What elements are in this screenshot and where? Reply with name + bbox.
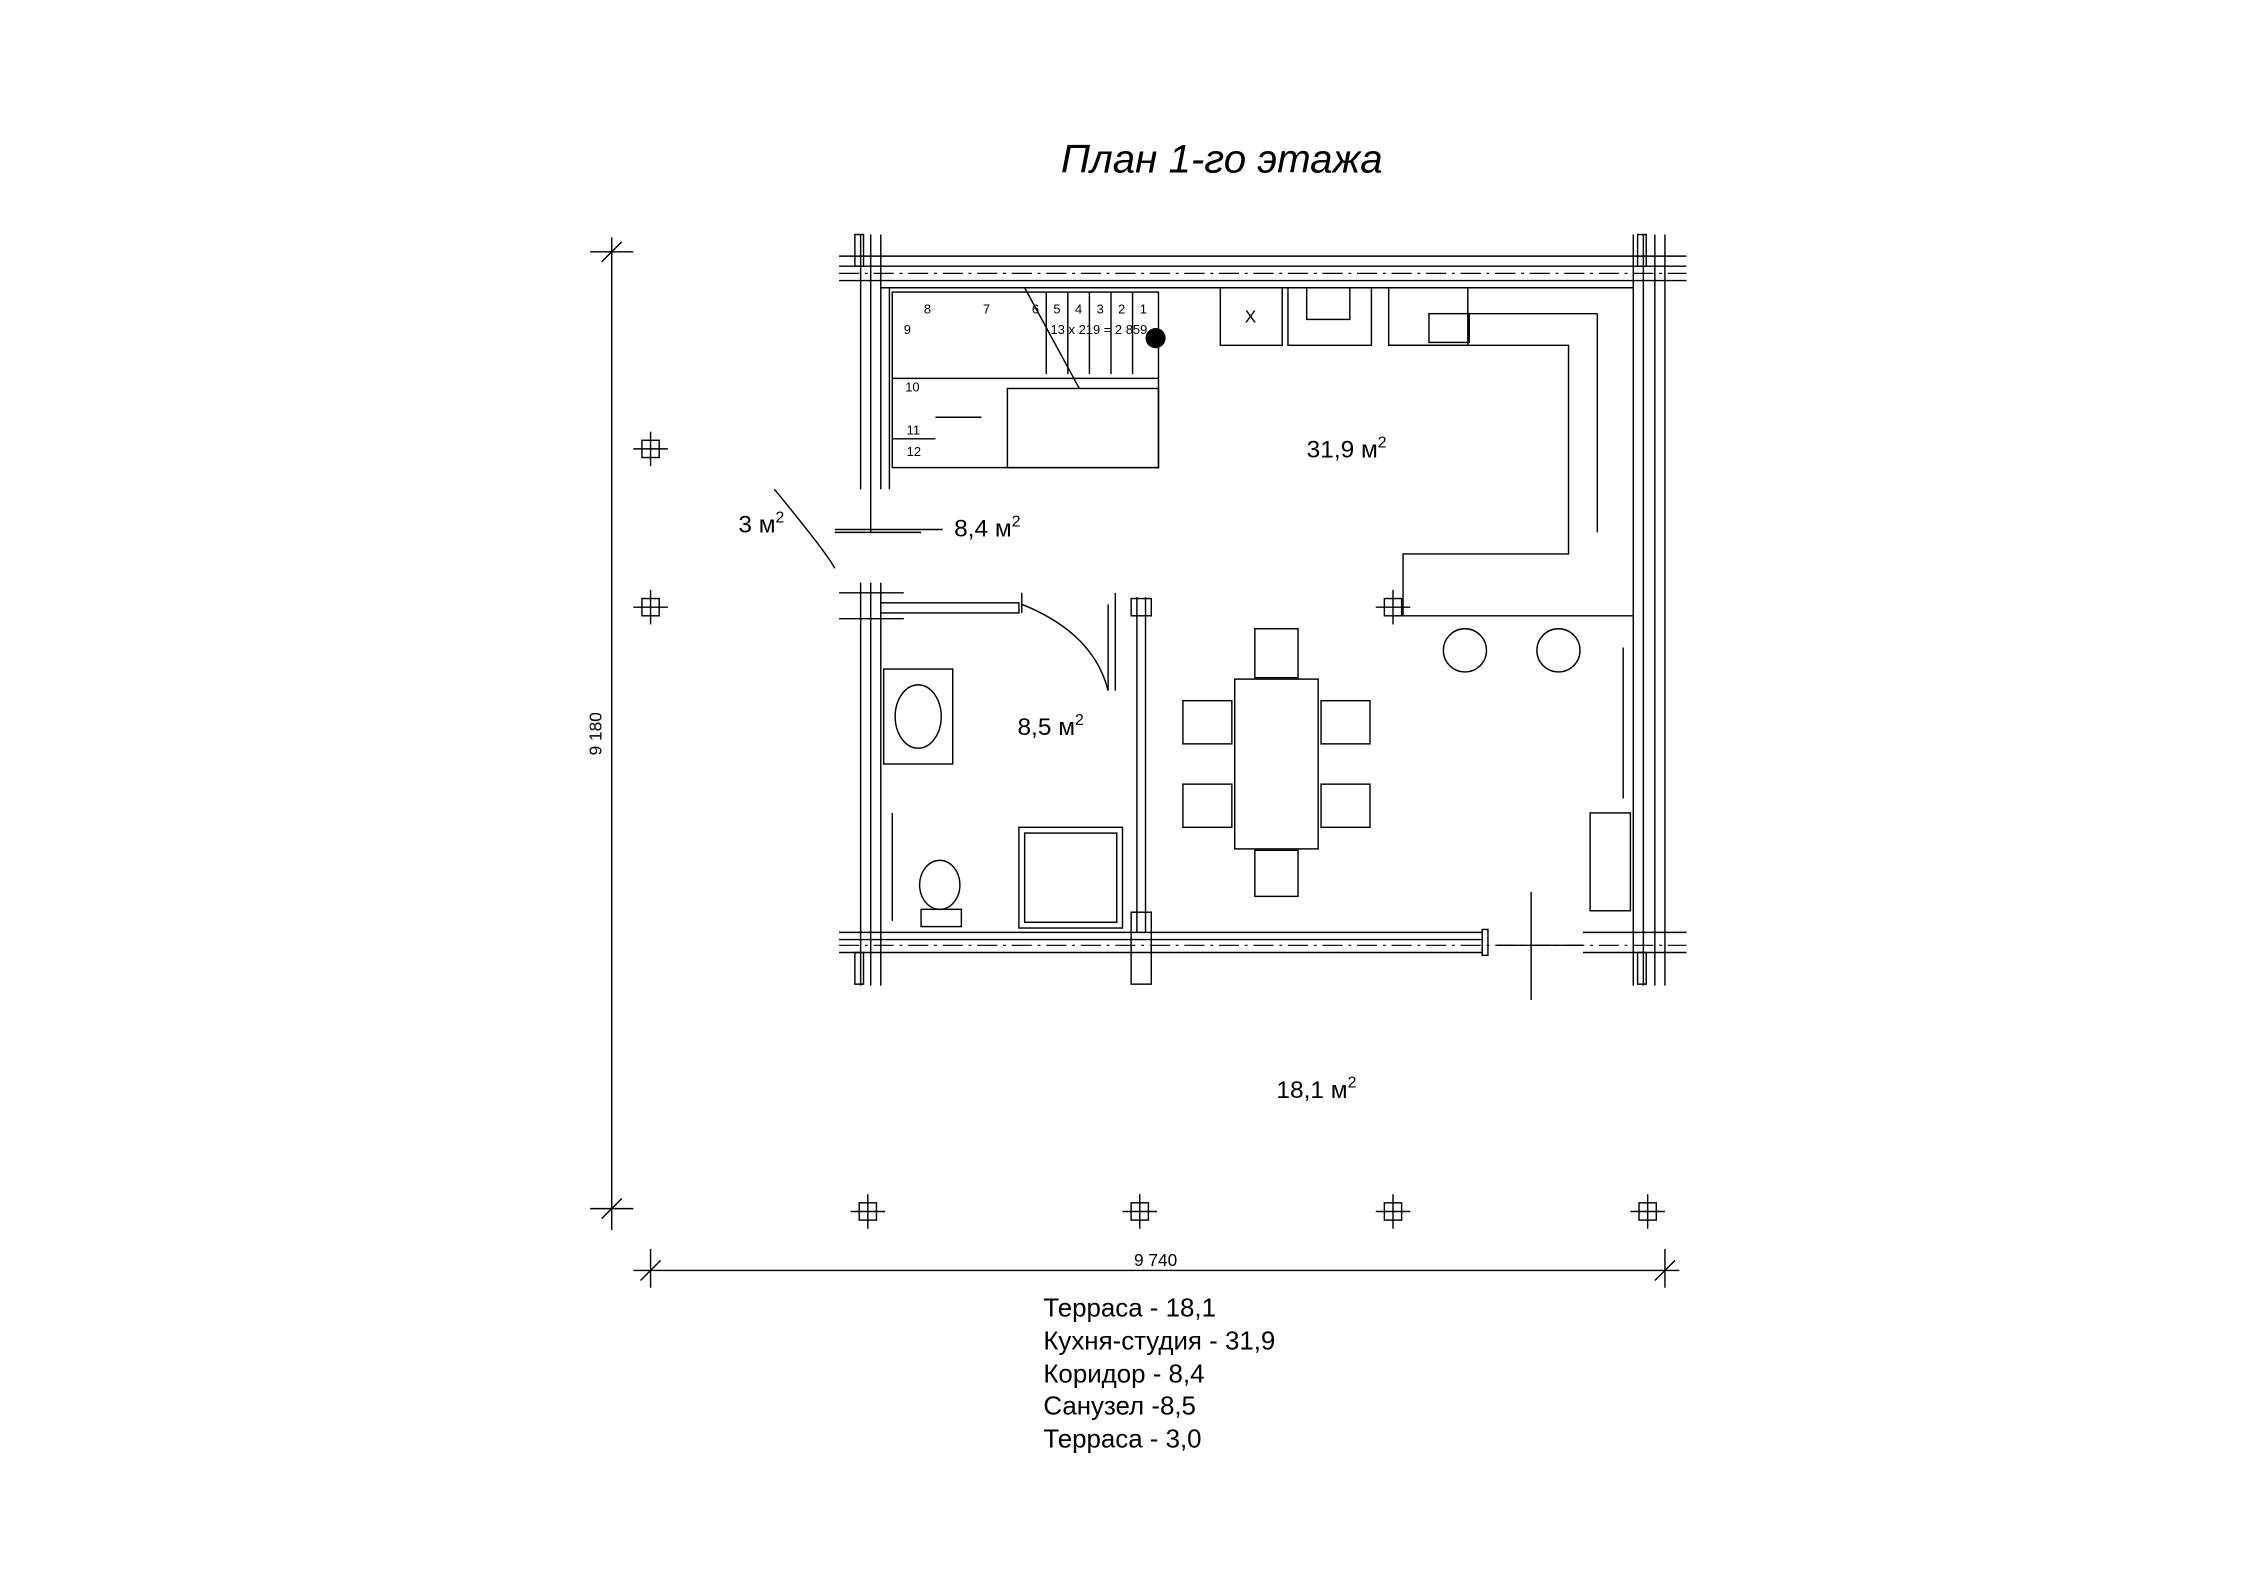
legend-item: Терраса - 3,0 xyxy=(1043,1425,1201,1453)
stair-step-11: 11 xyxy=(907,423,920,438)
dimension-height: 9 180 xyxy=(586,237,634,1231)
stair-formula: 13 х 219 = 2 859 xyxy=(1051,322,1148,337)
room-label-kitchen: 31,9 м2 xyxy=(1307,434,1387,463)
svg-text:18,1 м2: 18,1 м2 xyxy=(1276,1075,1356,1104)
svg-text:3 м2: 3 м2 xyxy=(738,509,784,538)
dining-set xyxy=(1182,628,1371,898)
stair-step-6: 6 xyxy=(1032,302,1039,317)
stair-step-3: 3 xyxy=(1097,302,1104,317)
legend-item: Санузел -8,5 xyxy=(1043,1392,1196,1420)
kitchen: Х xyxy=(1219,287,1634,912)
bathroom-fixtures xyxy=(882,668,1124,929)
dimension-width-label: 9 740 xyxy=(1134,1250,1177,1270)
legend-item: Коридор - 8,4 xyxy=(1043,1361,1204,1389)
stair-step-1: 1 xyxy=(1140,302,1147,317)
room-label-small-terrace: 3 м2 xyxy=(738,509,784,538)
stool xyxy=(1442,628,1488,673)
legend-item: Кухня-студия - 31,9 xyxy=(1043,1328,1275,1356)
axis-markers xyxy=(633,431,1665,1229)
stool xyxy=(1536,628,1581,673)
dimension-width: 9 740 xyxy=(633,1248,1680,1288)
dimension-height-label: 9 180 xyxy=(586,712,606,755)
room-label-bathroom: 8,5 м2 xyxy=(1017,712,1083,741)
stair-step-9: 9 xyxy=(904,322,911,337)
stair-step-4: 4 xyxy=(1075,302,1082,317)
room-label-corridor: 8,4 м2 xyxy=(954,514,1020,543)
svg-text:8,5 м2: 8,5 м2 xyxy=(1017,712,1083,741)
svg-text:31,9 м2: 31,9 м2 xyxy=(1307,434,1387,463)
stair-step-7: 7 xyxy=(983,302,990,317)
stair-step-10: 10 xyxy=(905,379,919,394)
legend-item: Терраса - 18,1 xyxy=(1043,1295,1216,1323)
stair-step-8: 8 xyxy=(924,302,931,317)
stove-mark: Х xyxy=(1245,306,1257,326)
walls xyxy=(773,233,1687,1000)
stair-step-2: 2 xyxy=(1118,302,1125,317)
room-label-terrace: 18,1 м2 xyxy=(1276,1075,1356,1104)
area-legend: Терраса - 18,1 Кухня-студия - 31,9 Корид… xyxy=(1043,1295,1275,1454)
stair-step-5: 5 xyxy=(1053,302,1060,317)
plan-title: План 1-го этажа xyxy=(1061,137,1383,182)
stair-step-12: 12 xyxy=(907,444,921,459)
svg-text:8,4 м2: 8,4 м2 xyxy=(954,514,1020,543)
staircase: 1 2 3 4 5 6 7 8 9 10 11 12 13 х 219 = 2 … xyxy=(891,287,1166,469)
stair-post xyxy=(1145,328,1166,349)
